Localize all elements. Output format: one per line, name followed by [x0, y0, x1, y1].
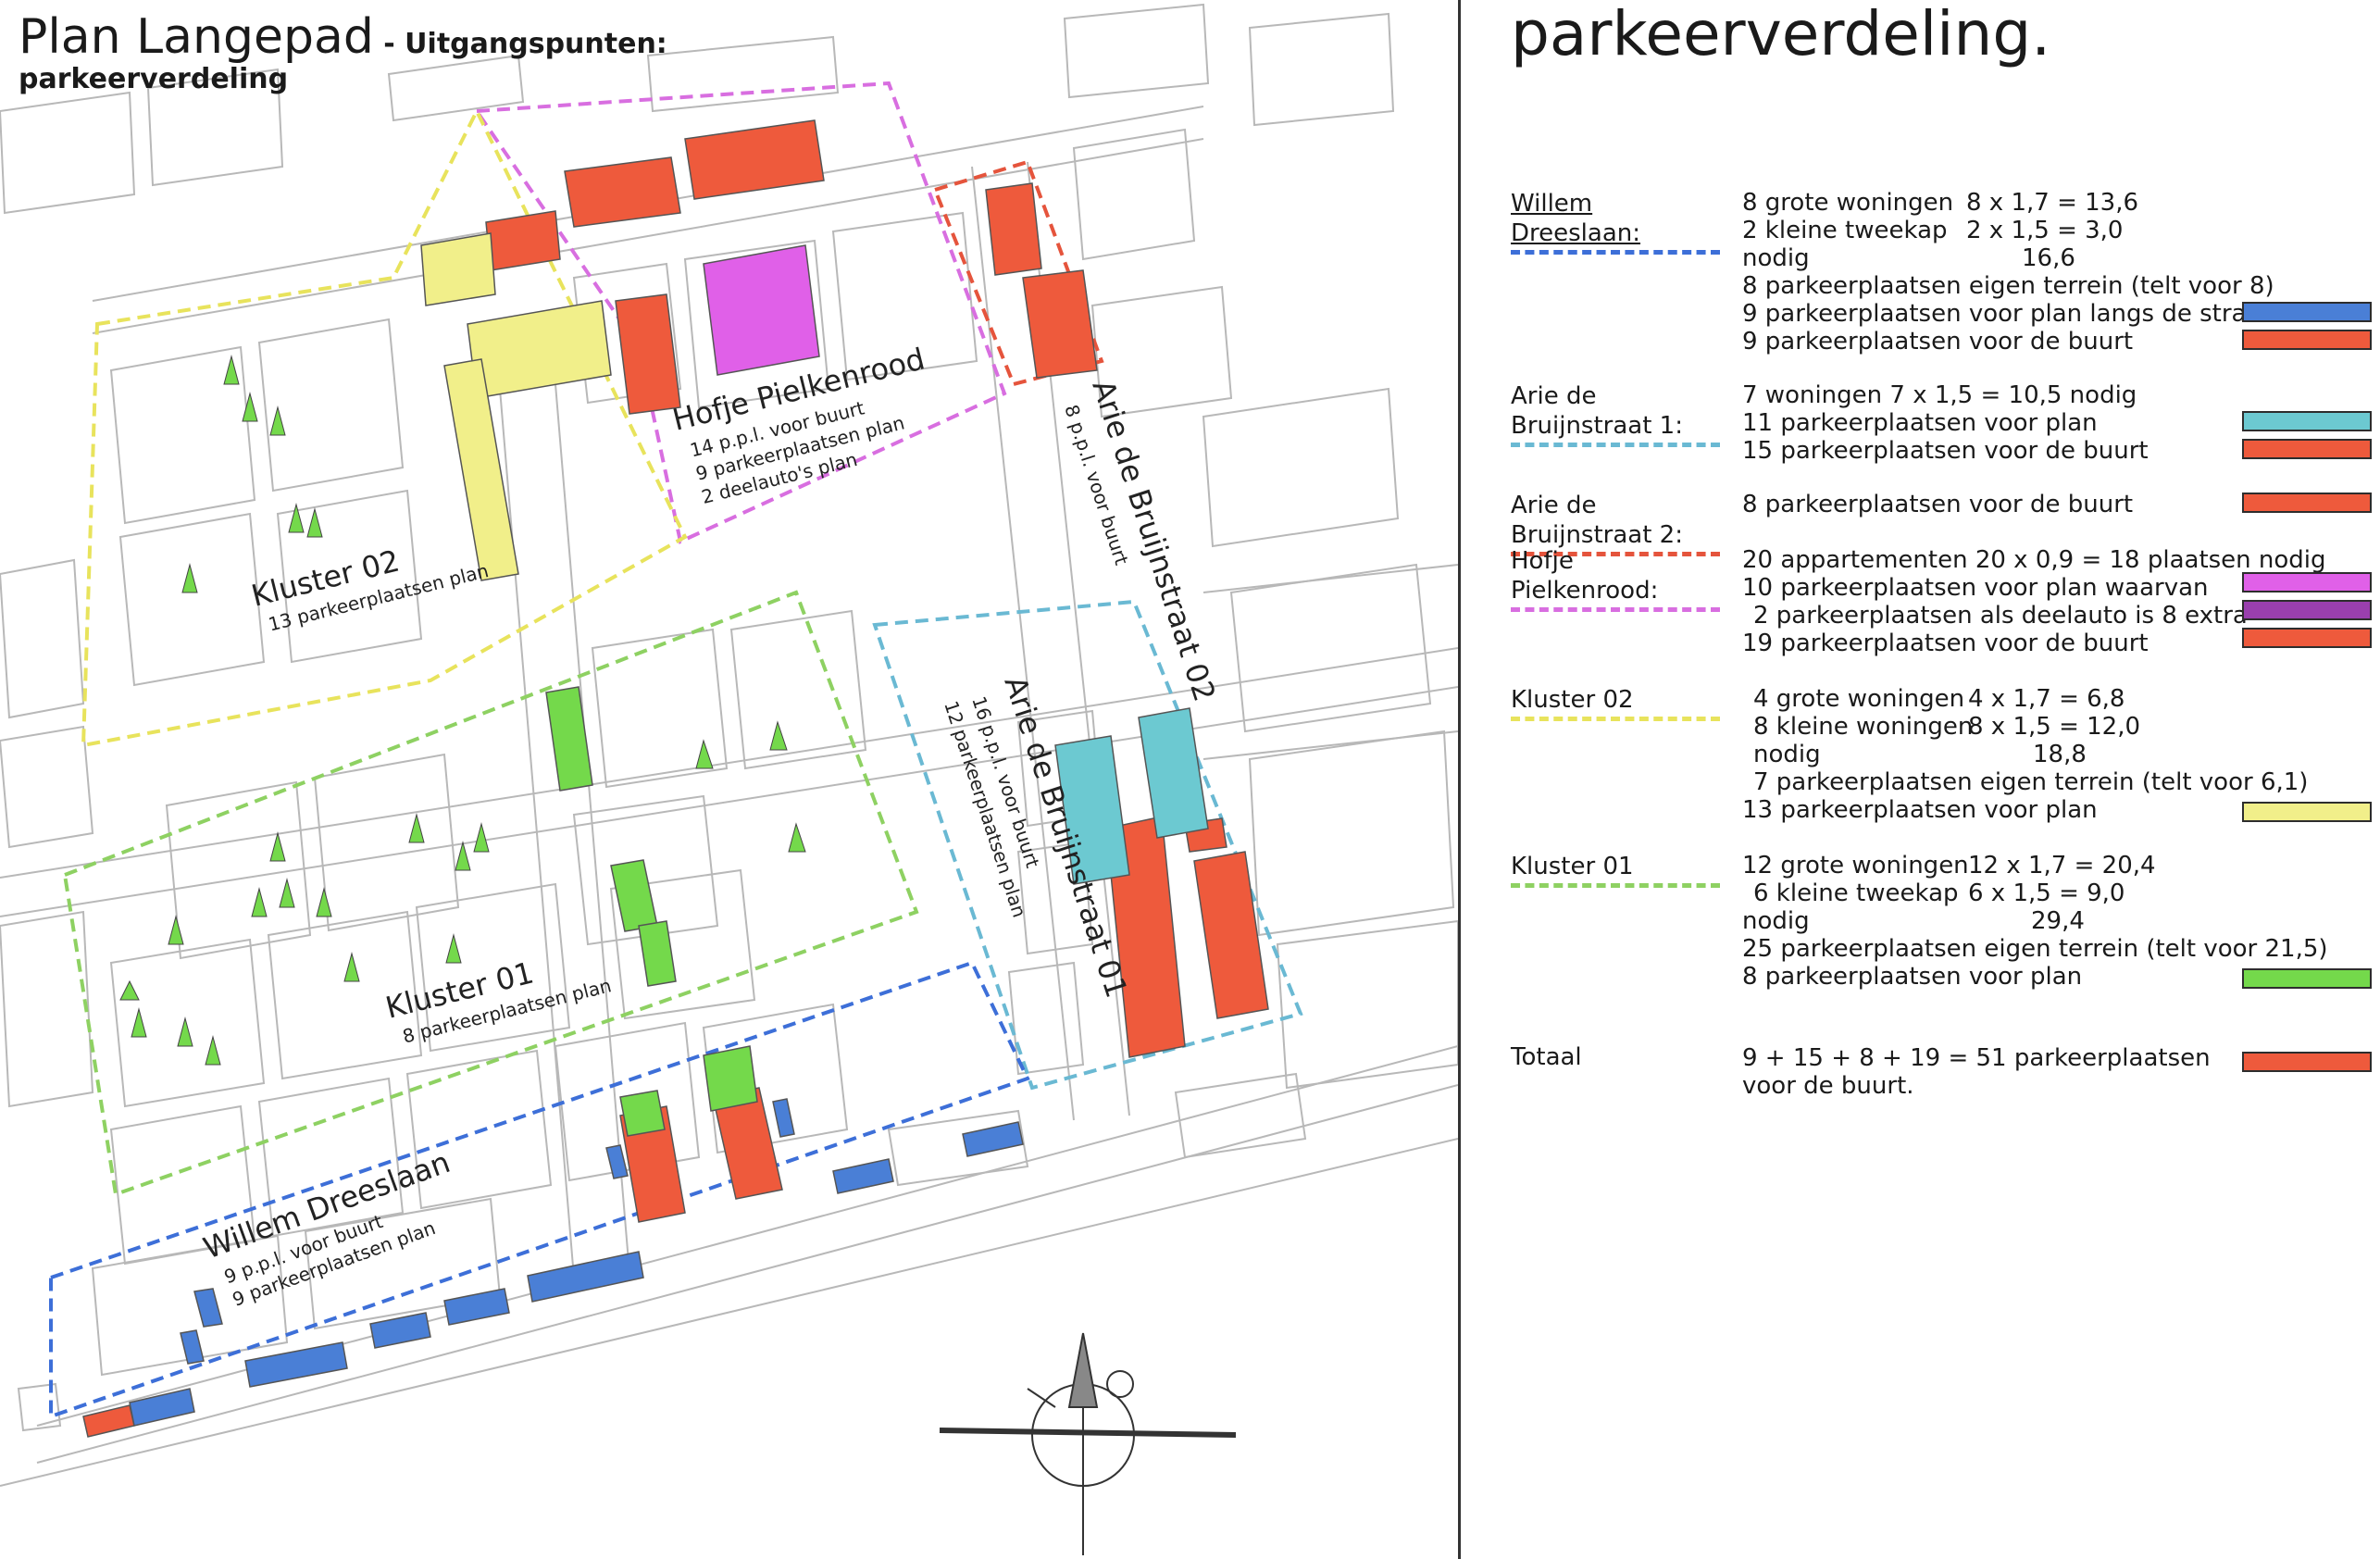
- panel-divider: [1458, 0, 1461, 1559]
- swatch-magenta: [2242, 572, 2372, 592]
- legend-kluster02-line5: 13 parkeerplaatsen voor plan: [1742, 796, 2098, 824]
- legend-kluster02-dash: [1511, 717, 1720, 721]
- legend-kluster01-dash: [1511, 883, 1720, 888]
- legend-kluster01-name: Kluster 01: [1511, 853, 1634, 880]
- north-arrow-compass: [939, 1332, 1237, 1555]
- legend-section-kluster-02: Kluster 02: [1511, 685, 1726, 721]
- swatch-blue: [2242, 302, 2372, 322]
- legend-totaal-name: Totaal: [1511, 1043, 1582, 1071]
- legend-section-willem-dreeslaan: Willem Dreeslaan:: [1511, 189, 1726, 255]
- building-outlines: [0, 3, 1458, 1487]
- legend-section-arie-1: Arie de Bruijnstraat 1:: [1511, 381, 1726, 447]
- legend-section-arie-2: Arie de Bruijnstraat 2:: [1511, 491, 1726, 556]
- legend-willem-line5: 9 parkeerplaatsen voor plan langs de str…: [1742, 300, 2271, 328]
- legend-totaal-line2: voor de buurt.: [1742, 1072, 1914, 1100]
- plan-title-main: Plan Langepad: [19, 9, 374, 65]
- swatch-red: [2242, 1052, 2372, 1072]
- legend-arie2-line1: 8 parkeerplaatsen voor de buurt: [1742, 491, 2134, 518]
- legend-arie1-name: Arie de Bruijnstraat 1:: [1511, 382, 1683, 440]
- map-labels: Hofje Pielkenrood 14 p.p.l. voor buurt 9…: [199, 341, 1223, 1310]
- legend-arie1-line1: 7 woningen 7 x 1,5 = 10,5 nodig: [1742, 381, 2137, 409]
- legend-hofje-line3: 2 parkeerplaatsen als deelauto is 8 extr…: [1753, 602, 2248, 630]
- swatch-green: [2242, 968, 2372, 989]
- tree-markers: [119, 355, 806, 1066]
- legend-hofje-name: Hofje Pielkenrood:: [1511, 547, 1659, 605]
- swatch-yellow: [2242, 802, 2372, 822]
- legend-kluster01-line5: 8 parkeerplaatsen voor plan: [1742, 963, 2083, 991]
- legend-willem-line6: 9 parkeerplaatsen voor de buurt: [1742, 328, 2134, 355]
- legend-willem-line4: 8 parkeerplaatsen eigen terrein (telt vo…: [1742, 272, 2274, 300]
- legend-willem-name: Willem Dreeslaan:: [1511, 190, 1641, 247]
- legend-hofje-line2: 10 parkeerplaatsen voor plan waarvan: [1742, 574, 2209, 602]
- site-plan-map: Hofje Pielkenrood 14 p.p.l. voor buurt 9…: [0, 3, 1458, 1555]
- plan-subtitle: parkeerverdeling: [19, 63, 289, 95]
- parking-spaces: [82, 119, 1269, 1438]
- boundary-hofje: [473, 81, 1007, 544]
- legend-arie2-name: Arie de Bruijnstraat 2:: [1511, 492, 1683, 549]
- legend-kluster01-line4: 25 parkeerplaatsen eigen terrein (telt v…: [1742, 935, 2328, 963]
- swatch-red: [2242, 493, 2372, 513]
- legend-kluster02-line4: 7 parkeerplaatsen eigen terrein (telt vo…: [1753, 768, 2309, 796]
- plan-title: Plan Langepad - Uitgangspunten:: [19, 9, 667, 65]
- legend-section-hofje: Hofje Pielkenrood:: [1511, 546, 1726, 612]
- legend-arie1-line2: 11 parkeerplaatsen voor plan: [1742, 409, 2098, 437]
- legend-hofje-dash: [1511, 607, 1720, 612]
- swatch-cyan: [2242, 411, 2372, 431]
- swatch-red: [2242, 330, 2372, 350]
- boundary-willem-dreeslaan: [49, 960, 1030, 1419]
- boundary-arie-de-bruijnstraat-01: [872, 599, 1303, 1091]
- legend-totaal-line1: 9 + 15 + 8 + 19 = 51 parkeerplaatsen: [1742, 1044, 2211, 1072]
- plan-title-suffix: - Uitgangspunten:: [373, 28, 667, 60]
- boundary-kluster-02: [81, 106, 688, 748]
- swatch-red: [2242, 439, 2372, 459]
- legend-hofje-line4: 19 parkeerplaatsen voor de buurt: [1742, 630, 2149, 657]
- legend-section-totaal: Totaal: [1511, 1042, 1726, 1072]
- swatch-purple: [2242, 600, 2372, 620]
- plan-boundaries: [49, 81, 1303, 1419]
- parking-magenta-block: [703, 244, 820, 376]
- boundary-kluster-01: [62, 590, 919, 1197]
- legend-title: parkeerverdeling.: [1511, 0, 2051, 69]
- legend-section-kluster-01: Kluster 01: [1511, 852, 1726, 888]
- legend-arie1-line3: 15 parkeerplaatsen voor de buurt: [1742, 437, 2149, 465]
- legend-kluster02-name: Kluster 02: [1511, 686, 1634, 714]
- legend-arie1-dash: [1511, 443, 1720, 447]
- legend-willem-dash: [1511, 250, 1720, 255]
- legend-arie2-dash: [1511, 552, 1720, 556]
- legend-hofje-line1: 20 appartementen 20 x 0,9 = 18 plaatsen …: [1742, 546, 2326, 574]
- boundary-arie-de-bruijnstraat-02: [932, 159, 1104, 387]
- swatch-red: [2242, 628, 2372, 648]
